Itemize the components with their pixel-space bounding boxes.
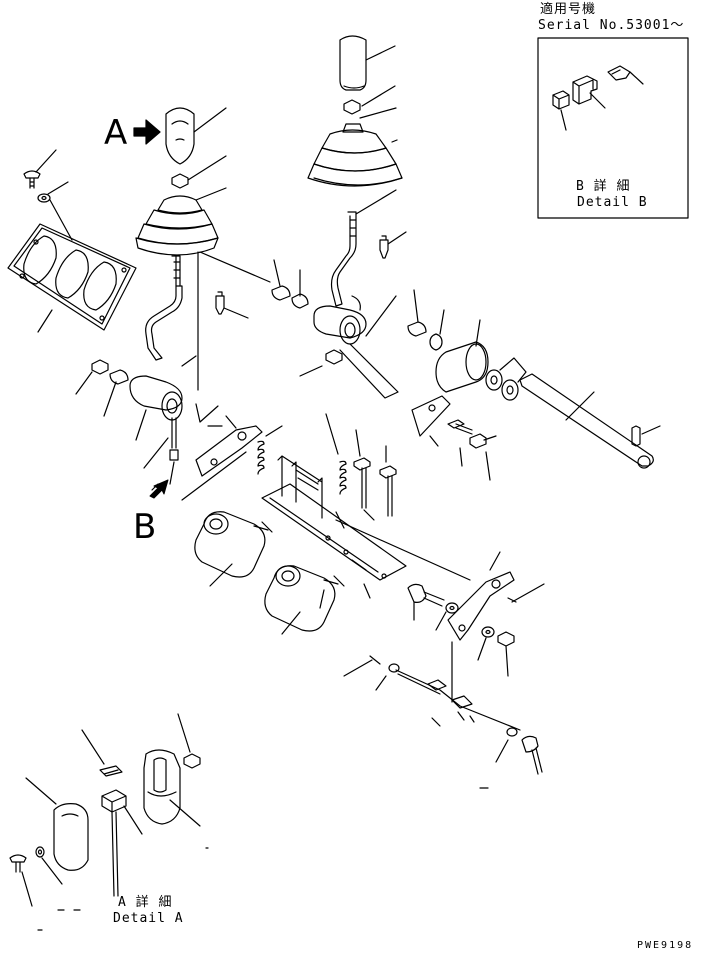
bracket-assembly	[196, 414, 406, 598]
left-lever-assembly	[136, 108, 248, 366]
shaft-components	[408, 290, 660, 468]
serial-box-title: 適用号機	[540, 2, 597, 17]
detail-b-label-jp: B 詳 細	[576, 179, 631, 194]
drawing-code: PWE9198	[637, 940, 694, 951]
left-housing	[76, 360, 218, 484]
detail-a-parts	[10, 714, 208, 930]
detail-a-label-jp: A 詳 細	[118, 895, 173, 910]
detail-a-label-en: Detail A	[113, 911, 184, 926]
detail-b-label-en: Detail B	[577, 195, 648, 210]
right-lever-assembly	[308, 36, 406, 310]
reference-lines	[182, 252, 470, 580]
detail-b-box	[538, 38, 688, 218]
solenoid-switches	[195, 512, 344, 634]
center-shaft-housing	[272, 260, 496, 480]
marker-graphics	[134, 120, 168, 498]
serial-number-label: Serial No.53001～	[538, 18, 685, 33]
gasket-plate	[8, 150, 136, 332]
marker-a: A	[104, 113, 128, 153]
lower-linkage	[344, 552, 544, 788]
marker-b: B	[133, 507, 157, 547]
